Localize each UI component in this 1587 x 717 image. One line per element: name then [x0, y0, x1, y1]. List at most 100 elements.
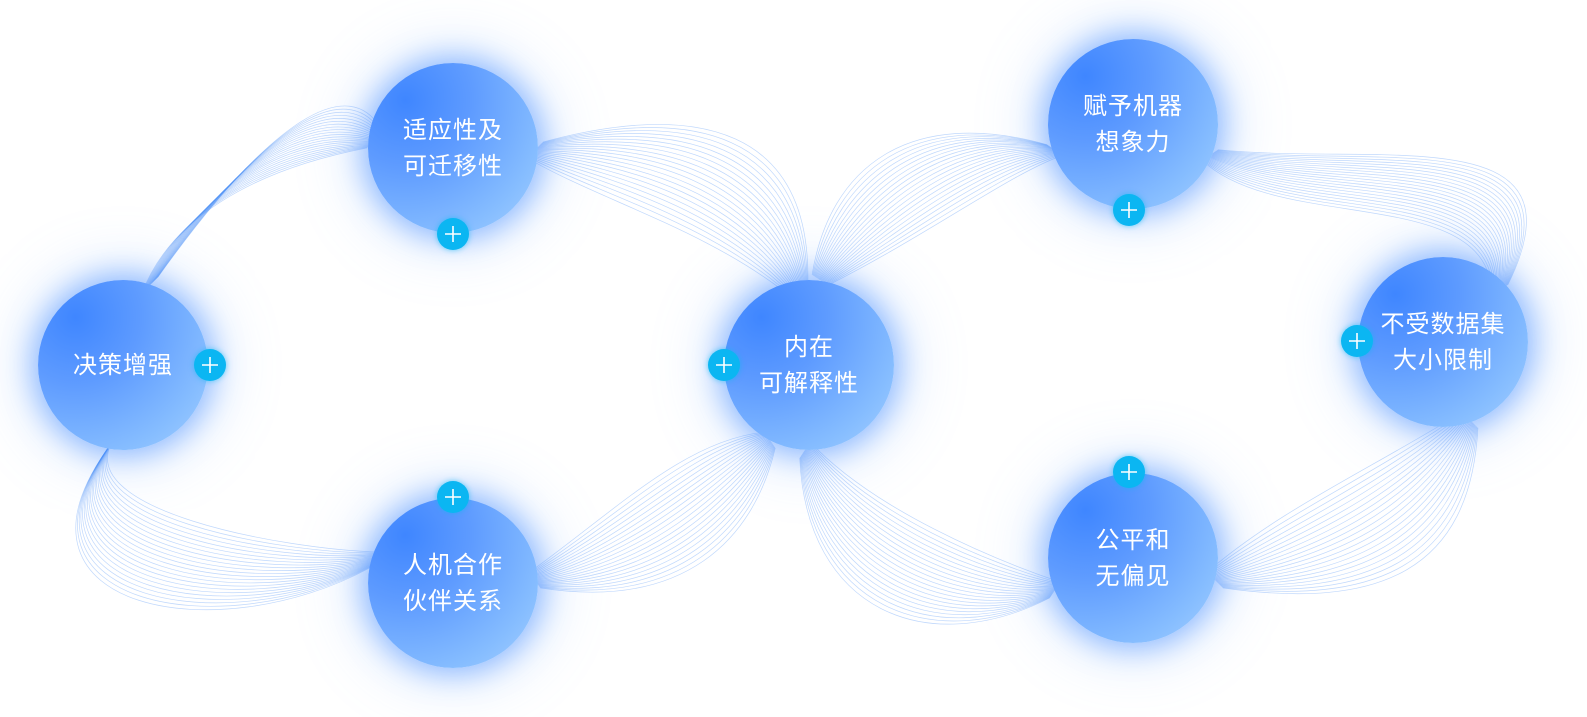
expand-button-collaboration[interactable] — [437, 481, 469, 513]
ribbon-line — [536, 441, 772, 583]
node-decision: 决策增强 — [38, 280, 208, 450]
ribbon-line — [88, 446, 374, 584]
ribbon-line — [814, 139, 1051, 277]
ribbon-line — [150, 134, 376, 285]
ribbon-line — [531, 434, 767, 575]
node-label: 公平和 无偏见 — [1095, 526, 1171, 590]
ribbon-line — [530, 433, 766, 574]
ribbon-line — [1218, 423, 1474, 584]
ribbon-line — [539, 446, 775, 589]
expand-button-dataset[interactable] — [1341, 325, 1373, 357]
ribbon-line — [535, 149, 801, 290]
ribbon-line — [536, 442, 773, 583]
ribbon-line — [141, 147, 368, 293]
ribbon-connector — [141, 105, 384, 293]
ribbon-line — [151, 129, 378, 284]
ribbon-line — [142, 146, 368, 293]
ribbon-line — [824, 152, 1060, 284]
ribbon-line — [149, 136, 375, 286]
ribbon-line — [145, 143, 371, 290]
ribbon-line — [1204, 158, 1495, 294]
ribbon-line — [146, 143, 372, 289]
ribbon-line — [530, 432, 766, 574]
ribbon-line — [538, 141, 804, 287]
ribbon-line — [799, 457, 1051, 622]
expand-button-adaptability[interactable] — [437, 218, 469, 250]
ribbon-connector — [1206, 411, 1479, 595]
ribbon-line — [1206, 156, 1499, 293]
ribbon-line — [815, 141, 1051, 278]
ribbon-line — [532, 435, 768, 577]
ribbon-line — [538, 444, 774, 586]
ribbon-line — [527, 156, 794, 298]
ribbon-line — [150, 131, 377, 285]
ribbon-line — [542, 124, 809, 283]
ribbon-line — [1211, 153, 1508, 290]
ribbon-line — [823, 152, 1060, 284]
ribbon-line — [1203, 158, 1494, 295]
ribbon-line — [799, 457, 1050, 625]
expand-button-decision[interactable] — [194, 349, 226, 381]
ribbon-line — [531, 153, 797, 294]
ribbon-line — [94, 443, 376, 571]
ribbon-line — [1212, 417, 1468, 578]
ribbon-line — [803, 451, 1054, 601]
ribbon-line — [1210, 415, 1467, 577]
ribbon-line — [1214, 151, 1516, 288]
ribbon-line — [1217, 149, 1525, 286]
ribbon-line — [1209, 414, 1465, 575]
expand-button-imagination[interactable] — [1113, 194, 1145, 226]
ribbon-line — [1213, 152, 1514, 288]
ribbon-line — [820, 150, 1057, 281]
ribbon-line — [1208, 413, 1464, 574]
plus-icon — [1121, 464, 1137, 480]
ribbon-line — [103, 439, 379, 557]
ribbon-line — [826, 154, 1063, 286]
node-collaboration: 人机合作 伙伴关系 — [368, 498, 538, 668]
ribbon-line — [157, 105, 384, 278]
ribbon-line — [1217, 149, 1527, 285]
ribbon-line — [821, 150, 1057, 282]
ribbon-line — [536, 145, 803, 289]
ribbon-line — [534, 439, 770, 580]
ribbon-line — [87, 447, 374, 587]
ribbon-line — [825, 153, 1061, 285]
ribbon-line — [1215, 150, 1520, 287]
ribbon-line — [827, 154, 1063, 286]
ribbon-line — [814, 138, 1050, 277]
ribbon-line — [808, 444, 1059, 585]
ribbon-line — [1213, 418, 1470, 580]
ribbon-line — [530, 154, 796, 296]
ribbon-line — [105, 437, 380, 554]
ribbon-line — [1208, 155, 1503, 291]
ribbon-line — [801, 454, 1052, 613]
expand-button-fairness[interactable] — [1113, 456, 1145, 488]
ribbon-line — [536, 147, 802, 289]
ribbon-line — [153, 121, 380, 282]
ribbon-line — [805, 447, 1057, 590]
ribbon-connector — [526, 124, 809, 299]
plus-icon — [445, 226, 461, 242]
ribbon-line — [532, 152, 798, 293]
node-label: 内在 可解释性 — [759, 333, 859, 397]
ribbon-line — [806, 446, 1058, 587]
ribbon-line — [1217, 422, 1473, 583]
ribbon-line — [812, 134, 1048, 276]
ribbon-line — [1221, 426, 1477, 590]
ribbon-line — [1205, 157, 1498, 293]
ribbon-line — [90, 445, 375, 581]
expand-button-interpretability[interactable] — [708, 349, 740, 381]
ribbon-line — [1204, 157, 1496, 294]
ribbon-line — [541, 130, 807, 284]
ribbon-line — [1209, 154, 1505, 291]
ribbon-line — [540, 447, 776, 593]
ribbon-line — [817, 145, 1054, 279]
node-imagination: 赋予机器 想象力 — [1048, 39, 1218, 209]
ribbon-line — [826, 153, 1062, 285]
ribbon-line — [533, 437, 769, 579]
ribbon-line — [1214, 419, 1470, 580]
ribbon-line — [818, 146, 1054, 280]
ribbon-line — [800, 455, 1052, 616]
